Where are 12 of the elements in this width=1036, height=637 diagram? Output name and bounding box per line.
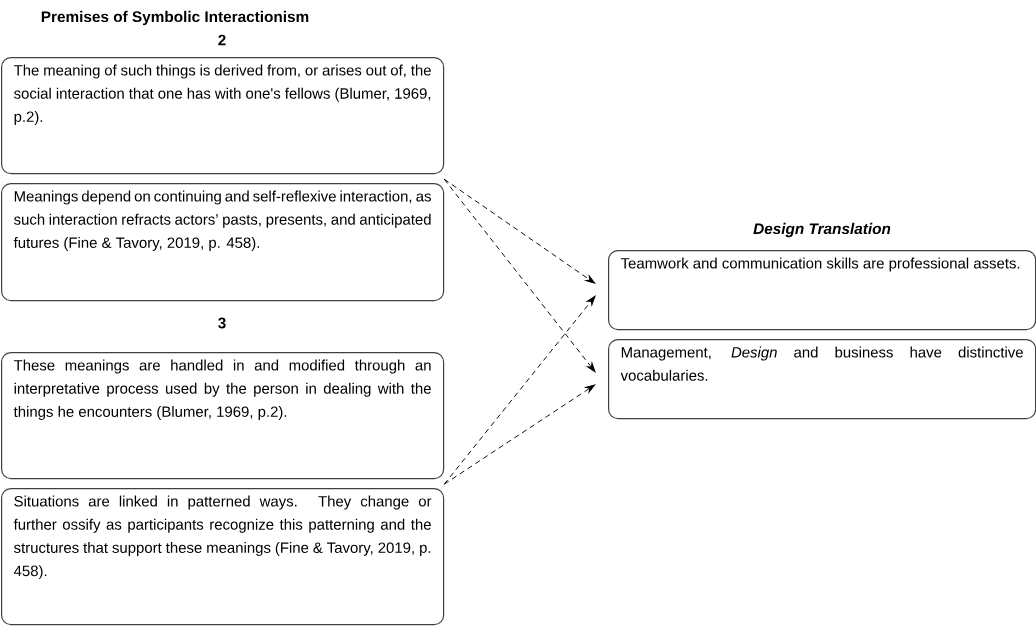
text-box: Meanings depend on continuing and self-reflexive interaction, as such interaction refracts actors’ pasts, presents, and anticipated futures (Fine & Tavory, 2019, p. 458). [1,183,445,302]
text-box: Teamwork and communication skills are professional assets. [608,250,1036,331]
group-number: 3 [218,317,226,329]
text-box: Situations are linked in patterned ways. They change or further ossify as participants recognize this patterning and the structures that support these meanings (Fine & Tavory, 2019, p. 458). [1,488,445,626]
section-heading: Premises of Symbolic Interactionism [41,10,309,26]
dashed-arrow [443,178,596,373]
dashed-arrow [443,384,596,485]
dashed-arrow [443,295,596,485]
text-box: The meaning of such things is derived from, or arises out of, the social interaction that one has with one's fellows (Blumer, 1969, p.2). [1,57,445,175]
dashed-arrow [443,178,596,284]
text-box: These meanings are handled in and modified through an interpretative process used by the person in dealing with the things he encounters (Blumer, 1969, p.2). [1,352,445,480]
text-box: Management, Design and business have distinctive vocabularies. [608,339,1036,420]
